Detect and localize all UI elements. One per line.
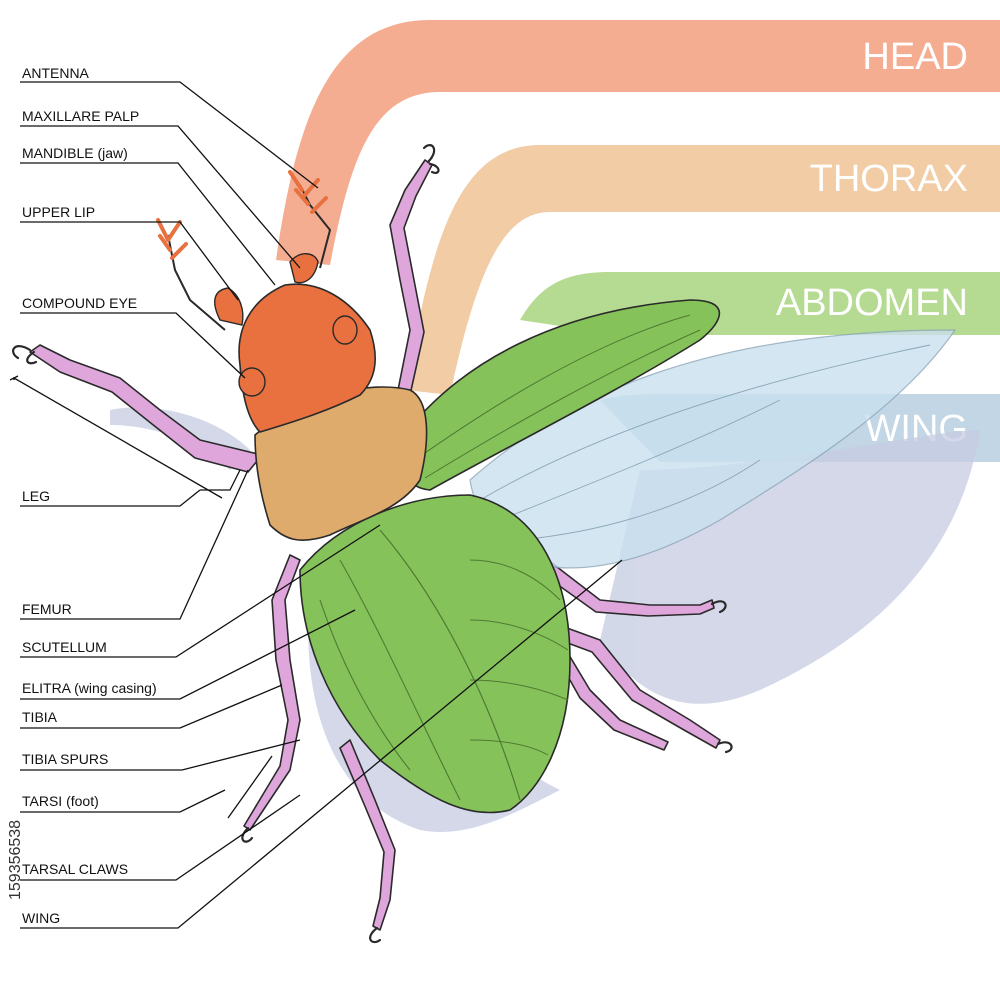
- band-thorax: [406, 145, 1000, 395]
- label-wing: WING: [22, 910, 60, 926]
- label-tibia-spurs: TIBIA SPURS: [22, 751, 108, 767]
- band-label-abdomen: ABDOMEN: [776, 282, 968, 324]
- band-head: [276, 20, 1000, 265]
- label-tarsal-claws: TARSAL CLAWS: [22, 861, 128, 877]
- leg-mid-right: [539, 559, 715, 617]
- leg-rear-left: [339, 739, 396, 931]
- label-upper-lip: UPPER LIP: [22, 204, 95, 220]
- leg-rear-right: [537, 619, 721, 749]
- label-maxillare-palp: MAXILLARE PALP: [22, 108, 139, 124]
- label-leg: LEG: [22, 488, 50, 504]
- elytron-raised: [398, 299, 721, 491]
- wing-membrane: [469, 329, 957, 569]
- label-tibia: TIBIA: [22, 709, 58, 725]
- band-label-head: HEAD: [862, 36, 968, 78]
- label-femur: FEMUR: [22, 601, 72, 617]
- claws: [12, 144, 733, 944]
- leg-mid-left: [243, 554, 301, 831]
- thorax: [254, 386, 428, 541]
- watermark-id: 159356538: [7, 820, 24, 900]
- abdomen: [299, 494, 571, 814]
- part-labels: ANTENNA MAXILLARE PALP MANDIBLE (jaw) UP…: [22, 65, 157, 926]
- label-antenna: ANTENNA: [22, 65, 90, 81]
- label-compound-eye: COMPOUND EYE: [22, 295, 137, 311]
- label-mandible: MANDIBLE (jaw): [22, 145, 128, 161]
- label-elitra: ELITRA (wing casing): [22, 680, 157, 696]
- leader-lines: [9, 81, 623, 929]
- head: [156, 170, 376, 433]
- leg-front-left: [29, 344, 263, 473]
- label-scutellum: SCUTELLUM: [22, 639, 107, 655]
- band-label-thorax: THORAX: [810, 158, 968, 200]
- label-tarsi: TARSI (foot): [22, 793, 99, 809]
